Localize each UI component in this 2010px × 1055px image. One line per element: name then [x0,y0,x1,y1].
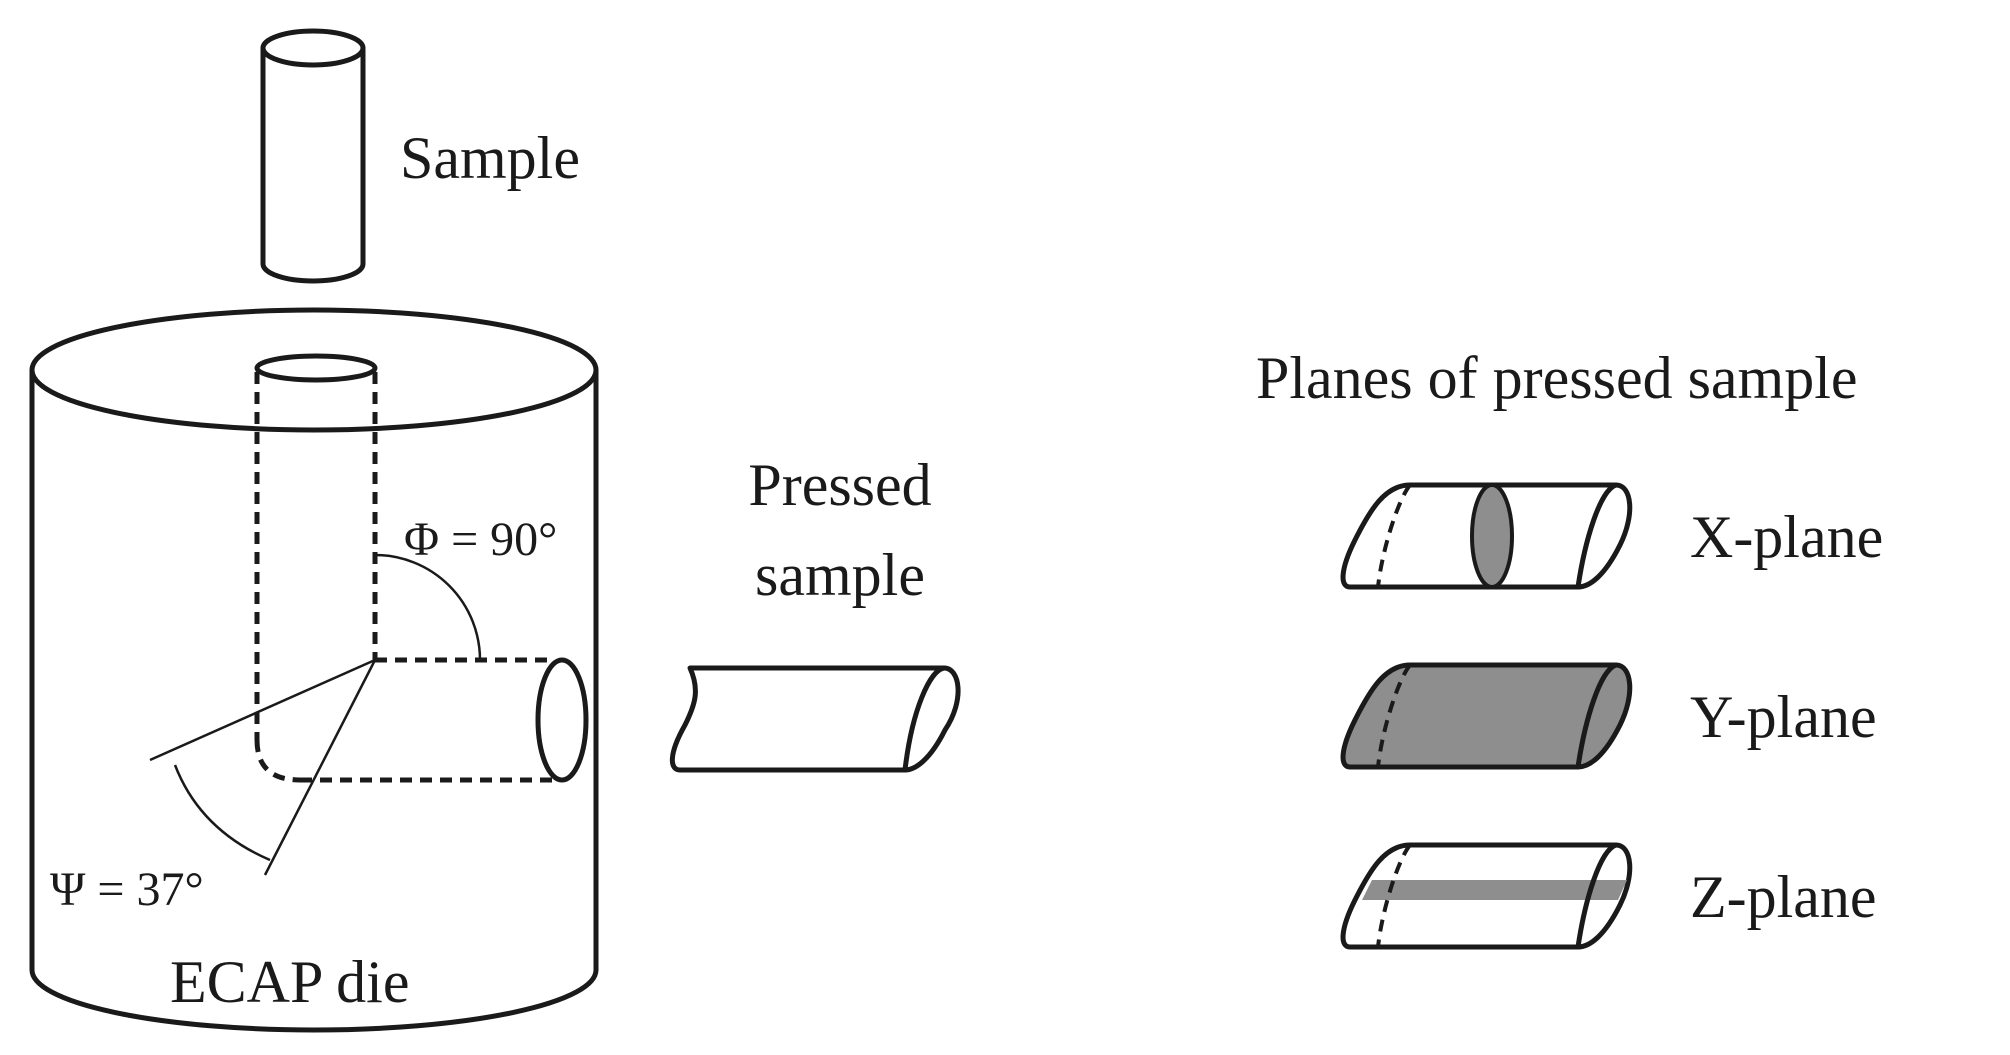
y-plane-sample [1340,662,1633,770]
ecap-die-label: ECAP die [170,949,409,1015]
y-plane-label: Y-plane [1690,684,1877,750]
sample-label: Sample [400,125,580,191]
pressed-sample-shape [669,665,961,773]
pressed-label-line1: Pressed [748,452,931,518]
ecap-die [29,307,599,1033]
phi-angle [374,553,482,661]
x-plane-sample [1340,482,1633,590]
z-plane-label: Z-plane [1690,864,1877,930]
die-channel [254,372,589,783]
z-plane-sample [1340,842,1633,950]
x-plane-label: X-plane [1690,504,1883,570]
psi-label: Ψ = 37° [50,863,204,916]
phi-label: Φ = 90° [404,513,557,566]
planes-title: Planes of pressed sample [1256,345,1858,411]
sample-cylinder [260,28,366,284]
pressed-label-line2: sample [755,542,925,608]
psi-angle [149,658,377,876]
